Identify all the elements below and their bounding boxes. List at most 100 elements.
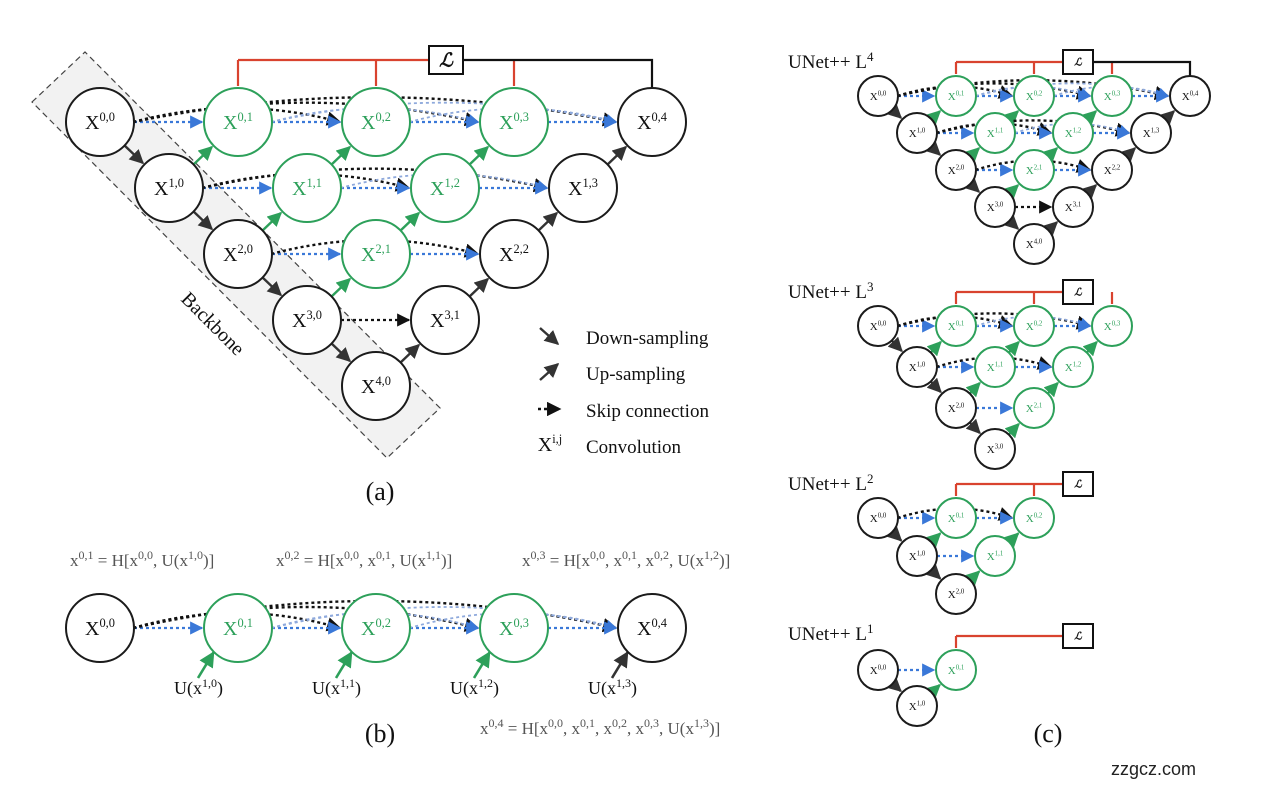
c3-loss-box <box>1062 623 1094 649</box>
b-equation-3: x0,4 = H[x0,0, x0,1, x0,2, x0,3, U(x1,3)… <box>480 716 720 738</box>
c0-node-1-2-label: X1,2 <box>1065 127 1082 139</box>
c0-down-1-0 <box>925 140 942 156</box>
a-node-4-0-label: X4,0 <box>361 374 391 398</box>
a-node-2-0: X2,0 <box>203 219 273 289</box>
c1-loss-box <box>1062 279 1094 305</box>
c1-node-0-3-label: X0,3 <box>1104 320 1121 332</box>
c3-down-0-0 <box>886 676 902 693</box>
c0-node-2-0-label: X2,0 <box>948 164 965 176</box>
c1-node-0-1-label: X0,1 <box>948 320 964 332</box>
c0-arc-0-2-4 <box>1053 85 1170 99</box>
b-up-arrow-0 <box>196 651 215 679</box>
c0-node-2-1-label: X2,1 <box>1026 164 1042 176</box>
c2-node-1-0-label: X1,0 <box>909 550 926 562</box>
c1-node-2-1: X2,1 <box>1013 387 1055 429</box>
c0-arc-1-1-3 <box>1014 122 1131 136</box>
a-node-1-0-label: X1,0 <box>154 176 184 200</box>
c1-node-1-2: X1,2 <box>1052 346 1094 388</box>
c0-node-3-1-label: X3,1 <box>1065 201 1081 213</box>
c2-loss-symbol: ℒ <box>1074 480 1082 491</box>
c1-node-1-1-label: X1,1 <box>987 361 1003 373</box>
c0-node-0-1: X0,1 <box>935 75 977 117</box>
a-node-3-0: X3,0 <box>272 285 342 355</box>
a-down-3-0 <box>330 342 352 363</box>
variant-edges-1 <box>887 312 1098 439</box>
a-node-0-0-label: X0,0 <box>85 110 115 134</box>
c0-up-0-1 <box>925 110 942 126</box>
variant-title-2: UNet++ L2 <box>788 471 873 495</box>
a-node-0-1-label: X0,1 <box>223 110 253 134</box>
b-up-arrow-3 <box>610 651 629 679</box>
c0-loss-symbol: ℒ <box>1074 58 1082 69</box>
c1-node-2-0: X2,0 <box>935 387 977 429</box>
c1-node-0-1: X0,1 <box>935 305 977 347</box>
b-up-label-0: U(x1,0) <box>174 676 223 699</box>
c1-down-1-0 <box>926 377 942 394</box>
loss-tree-a: ℒ <box>236 45 654 88</box>
a-node-1-0: X1,0 <box>134 153 204 223</box>
a-up-0-2 <box>330 145 352 166</box>
c3-node-0-1-label: X0,1 <box>948 664 964 676</box>
legend-label-3: Convolution <box>586 437 682 458</box>
b-up-label-1: U(x1,1) <box>312 676 361 699</box>
a-node-2-1: X2,1 <box>341 219 411 289</box>
c2-node-0-2: X0,2 <box>1013 497 1055 539</box>
c0-node-4-0: X4,0 <box>1013 223 1055 265</box>
c3-node-0-0: X0,0 <box>857 649 899 691</box>
c0-loss-final <box>1078 60 1192 76</box>
variant-title-3: UNet++ L1 <box>788 621 873 645</box>
variant-nodes-3: X0,0 X0,1X1,0 <box>857 649 977 727</box>
c0-up-0-3 <box>1081 110 1098 126</box>
b-arc-0-4 <box>133 599 618 633</box>
c2-node-0-1-label: X0,1 <box>948 512 964 524</box>
b-node-0: X0,0 <box>65 593 135 663</box>
c2-down-1-0 <box>925 564 942 580</box>
c1-up-1-1 <box>965 381 981 398</box>
c0-node-3-0-label: X3,0 <box>987 201 1004 213</box>
c1-node-0-0-label: X0,0 <box>870 320 887 332</box>
c0-down-2-0 <box>964 177 981 193</box>
b-node-2-label: X0,2 <box>361 616 391 640</box>
caption-b: (b) <box>365 719 395 748</box>
c3-up-0-1 <box>925 683 941 700</box>
b-up-label-2: U(x1,2) <box>450 676 499 699</box>
c1-arc-1-0-2 <box>936 356 1053 370</box>
c2-node-0-1: X0,1 <box>935 497 977 539</box>
a-node-2-2: X2,2 <box>479 219 549 289</box>
a-node-0-3: X0,3 <box>479 87 549 157</box>
c1-node-1-2-label: X1,2 <box>1065 361 1082 373</box>
c0-node-2-2: X2,2 <box>1091 149 1133 191</box>
a-node-1-1-label: X1,1 <box>292 176 322 200</box>
b-node-1-label: X0,1 <box>223 616 253 640</box>
a-up-1-1 <box>261 211 283 232</box>
c0-node-4-0-label: X4,0 <box>1026 238 1043 250</box>
nodes-b: X0,0 X0,1 X0,2 X0,3 X0,4 <box>65 593 687 663</box>
a-node-3-1: X3,1 <box>410 285 480 355</box>
c2-arc-0-0-2 <box>897 507 1014 521</box>
legend-label-0: Down-sampling <box>586 328 709 349</box>
c0-up-1-3 <box>1120 147 1137 163</box>
b-node-4: X0,4 <box>617 593 687 663</box>
c0-node-0-3-label: X0,3 <box>1104 90 1121 102</box>
c1-node-0-2: X0,2 <box>1013 305 1055 347</box>
c2-node-1-1-label: X1,1 <box>987 550 1003 562</box>
c0-node-3-0: X3,0 <box>974 186 1016 228</box>
c0-node-1-1: X1,1 <box>974 112 1016 154</box>
c1-down-0-0 <box>887 336 903 353</box>
c0-node-0-4: X0,4 <box>1169 75 1211 117</box>
a-node-1-1: X1,1 <box>272 153 342 223</box>
c3-node-1-0-label: X1,0 <box>909 700 926 712</box>
legend-down-icon <box>539 327 560 345</box>
a-down-0-0 <box>123 144 145 165</box>
a-node-2-1-label: X2,1 <box>361 242 391 266</box>
c1-node-1-1: X1,1 <box>974 346 1016 388</box>
b-node-3-label: X0,3 <box>499 616 529 640</box>
c1-up-1-2 <box>1043 381 1059 398</box>
